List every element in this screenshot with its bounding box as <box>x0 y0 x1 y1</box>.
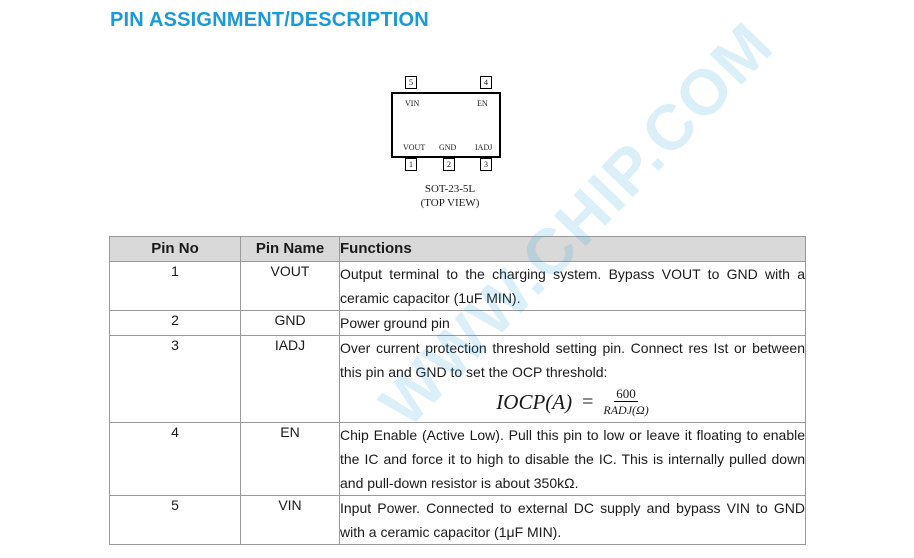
pin-3-box: 3 <box>480 158 492 171</box>
function-cell: Power ground pin <box>339 310 806 336</box>
pin-name-cell: IADJ <box>240 335 340 423</box>
pin-name-cell: VOUT <box>240 261 340 311</box>
page-title: PIN ASSIGNMENT/DESCRIPTION <box>110 9 429 31</box>
pin-4-box: 4 <box>480 76 492 89</box>
pin-2-label: GND <box>439 143 457 152</box>
table-header-row: Pin No Pin Name Functions <box>109 236 806 262</box>
formula-numerator: 600 <box>614 386 638 402</box>
formula-equals: = <box>582 391 594 413</box>
table-row: 4 EN Chip Enable (Active Low). Pull this… <box>109 422 806 496</box>
function-text: Over current protection threshold settin… <box>340 340 805 380</box>
pin-description-table: Pin No Pin Name Functions 1 VOUT Output … <box>109 236 806 545</box>
table-row: 3 IADJ Over current protection threshold… <box>109 335 806 423</box>
ocp-formula: IOCP(A) = 600 RADJ(Ω) <box>340 382 805 422</box>
pin-5-box: 5 <box>405 76 417 89</box>
pin-no-cell: 1 <box>109 261 241 311</box>
header-functions: Functions <box>339 236 806 262</box>
function-cell: Chip Enable (Active Low). Pull this pin … <box>339 422 806 496</box>
table-row: 1 VOUT Output terminal to the charging s… <box>109 261 806 311</box>
formula-lhs: IOCP(A) <box>496 390 573 414</box>
formula-denominator: RADJ(Ω) <box>603 403 649 417</box>
pin-no-cell: 5 <box>109 495 241 545</box>
pin-no-cell: 4 <box>109 422 241 496</box>
pin-no-cell: 3 <box>109 335 241 423</box>
function-cell: Over current protection threshold settin… <box>339 335 806 423</box>
function-cell: Output terminal to the charging system. … <box>339 261 806 311</box>
pin-1-box: 1 <box>405 158 417 171</box>
pin-1-label: VOUT <box>403 143 426 152</box>
pin-no-cell: 2 <box>109 310 241 336</box>
package-body <box>391 92 501 158</box>
function-cell: Input Power. Connected to external DC su… <box>339 495 806 545</box>
package-caption: SOT-23-5L <box>424 183 476 195</box>
package-view-caption: (TOP VIEW) <box>420 197 480 209</box>
pin-name-cell: EN <box>240 422 340 496</box>
pin-name-cell: VIN <box>240 495 340 545</box>
sot23-package-diagram: 5 4 VIN EN VOUT GND IADJ 1 2 3 SOT-23-5L… <box>380 70 520 220</box>
header-pin-no: Pin No <box>109 236 241 262</box>
pin-5-label: VIN <box>405 99 420 108</box>
pin-name-cell: GND <box>240 310 340 336</box>
pin-2-box: 2 <box>443 158 455 171</box>
table-row: 5 VIN Input Power. Connected to external… <box>109 495 806 545</box>
header-pin-name: Pin Name <box>240 236 340 262</box>
formula-fraction: 600 RADJ(Ω) <box>603 386 648 418</box>
pin-4-label: EN <box>477 99 488 108</box>
table-row: 2 GND Power ground pin <box>109 310 806 336</box>
pin-3-label: IADJ <box>475 143 493 152</box>
